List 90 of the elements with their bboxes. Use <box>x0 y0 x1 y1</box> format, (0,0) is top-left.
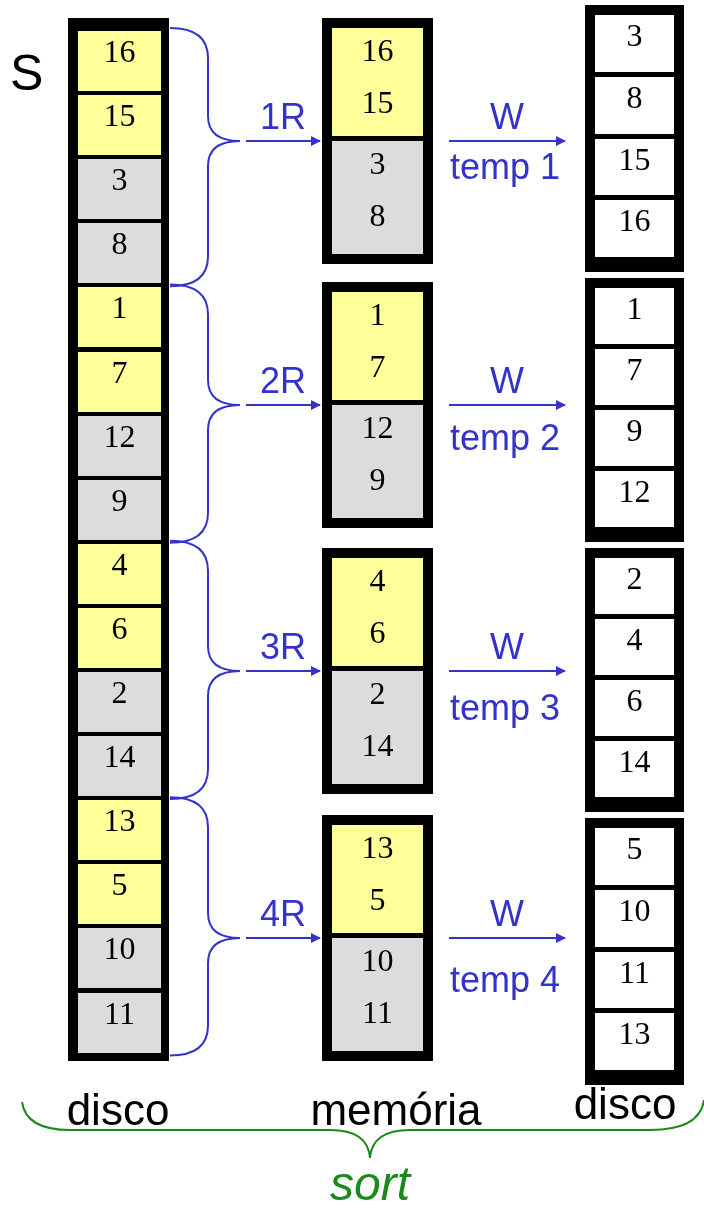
data-block: 12 <box>595 471 674 527</box>
data-block: 7 <box>78 351 161 412</box>
data-block: 13 <box>595 1013 674 1070</box>
data-block: 16 <box>78 31 161 91</box>
file-label: temp 2 <box>450 420 561 456</box>
temp-file-column <box>585 278 684 542</box>
data-block: 4 <box>78 543 161 604</box>
data-block: 11 <box>595 951 674 1009</box>
number: 14 <box>360 729 395 761</box>
number: 1 <box>368 298 387 330</box>
number: 2 <box>368 677 387 709</box>
number: 9 <box>368 463 387 495</box>
data-block: 8 <box>78 223 161 284</box>
number: 5 <box>368 883 387 915</box>
data-block: 7 <box>595 349 674 405</box>
temp-file-column <box>585 548 684 812</box>
data-block: 2 <box>595 558 674 614</box>
edge-label: 4R <box>260 896 306 932</box>
arrow <box>245 933 321 943</box>
arrow <box>448 666 566 676</box>
data-block: 3 <box>595 15 674 72</box>
number: 7 <box>368 350 387 382</box>
data-block: 5 <box>595 828 674 885</box>
disk-column <box>68 18 169 1061</box>
memory-block <box>332 671 423 784</box>
number: 12 <box>360 411 395 443</box>
edge-label: W <box>490 629 524 665</box>
memory-block <box>332 405 423 518</box>
column-label: disco <box>573 1082 677 1126</box>
data-block: 5 <box>78 864 161 925</box>
column-label: memória <box>310 1088 482 1132</box>
file-label: temp 3 <box>450 690 561 726</box>
number: 6 <box>368 616 387 648</box>
number: 4 <box>368 564 387 596</box>
arrow <box>245 136 321 146</box>
number: 10 <box>360 944 395 976</box>
memory-block <box>332 825 423 933</box>
memory-buffer <box>322 815 433 1061</box>
data-block: 10 <box>595 889 674 947</box>
number: 13 <box>360 831 395 863</box>
temp-file-column <box>585 5 684 272</box>
edge-label: W <box>490 363 524 399</box>
data-block: 6 <box>78 607 161 668</box>
data-block: 14 <box>78 736 161 797</box>
data-block: 11 <box>78 992 161 1053</box>
data-block: 10 <box>78 928 161 989</box>
data-block: 1 <box>78 287 161 348</box>
data-block: 9 <box>595 410 674 466</box>
data-block: 3 <box>78 159 161 220</box>
memory-buffer <box>322 18 433 264</box>
file-label: temp 1 <box>450 148 561 185</box>
arrow <box>245 666 321 676</box>
data-block: 4 <box>595 619 674 675</box>
column-label: disco <box>66 1088 170 1132</box>
edge-label: W <box>490 99 524 135</box>
memory-block <box>332 558 423 666</box>
temp-file-column <box>585 818 684 1085</box>
memory-block <box>332 938 423 1051</box>
arrow <box>448 400 566 410</box>
caption: sort <box>330 1160 410 1208</box>
number: 16 <box>360 34 395 66</box>
data-block: 15 <box>595 138 674 196</box>
data-block: 14 <box>595 741 674 797</box>
edge-label: W <box>490 896 524 932</box>
number: 8 <box>368 199 387 231</box>
data-block: 13 <box>78 800 161 861</box>
file-label: temp 4 <box>450 961 561 998</box>
data-block: 1 <box>595 288 674 344</box>
arrow <box>448 136 566 146</box>
memory-block <box>332 292 423 400</box>
edge-label: 1R <box>260 99 306 135</box>
data-block: 15 <box>78 95 161 156</box>
edge-label: 2R <box>260 363 306 399</box>
number: 15 <box>360 86 395 118</box>
arrow <box>245 400 321 410</box>
data-block: 12 <box>78 415 161 476</box>
data-block: 9 <box>78 479 161 540</box>
memory-buffer <box>322 548 433 794</box>
data-block: 2 <box>78 672 161 732</box>
edge-label: 3R <box>260 629 306 665</box>
number: 3 <box>368 147 387 179</box>
memory-block <box>332 28 423 136</box>
arrow <box>448 933 566 943</box>
data-block: 8 <box>595 76 674 134</box>
memory-buffer <box>322 282 433 528</box>
data-block: 6 <box>595 680 674 736</box>
data-block: 16 <box>595 200 674 257</box>
heading: S <box>10 48 44 98</box>
number: 11 <box>361 996 394 1028</box>
memory-block <box>332 141 423 254</box>
